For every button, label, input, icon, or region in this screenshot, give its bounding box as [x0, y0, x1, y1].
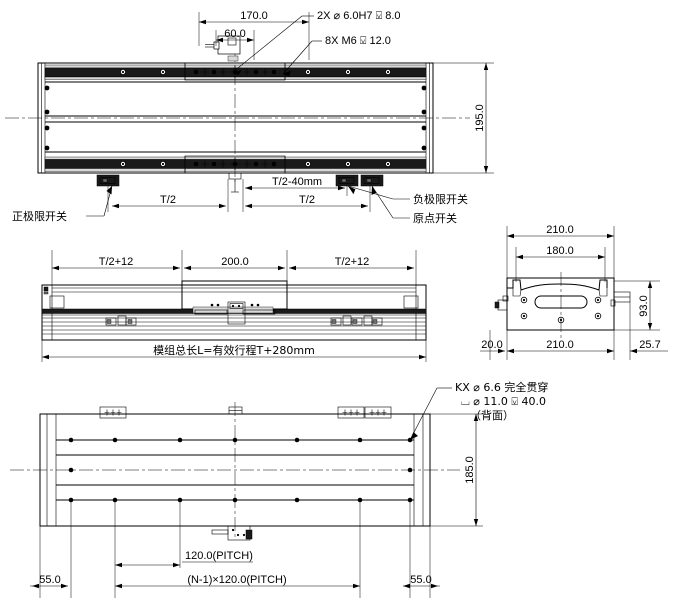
callout-kx-line3: （背面） [470, 408, 514, 422]
front-view-dimensions: T/2+12 200.0 T/2+12 模组总长L=有效行程T+280mm [41, 250, 427, 362]
dim-pitch: 120.0(PITCH) [185, 550, 253, 562]
dim-edge-left: 55.0 [39, 574, 60, 586]
note-overall-length: 模组总长L=有效行程T+280mm [153, 343, 315, 357]
dim-side-height: 93.0 [638, 295, 650, 316]
bottom-view-dimensions: KX ⌀ 6.6 完全贯穿 ⌴ ⌀ 11.0 ⍌ 40.0 （背面） 185.0… [30, 380, 548, 598]
dim-total-pitch: (N-1)×120.0(PITCH) [187, 574, 286, 586]
label-origin-switch: 原点开关 [413, 211, 457, 225]
dim-60: 60.0 [224, 28, 245, 40]
front-view-switch-right [330, 315, 383, 326]
bottom-view-switch-left [99, 406, 127, 419]
bottom-view-geometry [10, 402, 460, 541]
side-view-dimensions: 210.0 180.0 93.0 20.0 210.0 25.7 [480, 224, 668, 360]
dim-offset: T/2-40mm [272, 176, 322, 188]
dim-half-stroke-left: T/2 [160, 194, 176, 206]
origin-switch-block [360, 174, 384, 187]
side-view-geometry [494, 272, 631, 340]
dim-side-top-outer: 210.0 [546, 224, 574, 236]
bottom-view-switch-right-a [337, 406, 365, 419]
dim-side-bottom-main: 210.0 [546, 339, 574, 351]
dim-edge-right: 55.0 [410, 574, 431, 586]
bottom-view-motor-stub [211, 525, 253, 541]
positive-limit-switch-block [96, 174, 120, 187]
callout-dowel-holes: 2X ⌀ 6.0H7 ⍌ 8.0 [317, 10, 401, 22]
dim-195: 195.0 [474, 104, 486, 132]
front-view-geometry [41, 280, 427, 341]
dim-side-bottom-right: 25.7 [639, 339, 660, 351]
dim-170: 170.0 [240, 10, 268, 22]
top-view-dimensions: 170.0 60.0 2X ⌀ 6.0H7 ⍌ 8.0 8X M6 ⍌ 12.0… [12, 10, 494, 225]
callout-kx-line1: KX ⌀ 6.6 完全贯穿 [455, 380, 548, 394]
dim-side-bottom-left: 20.0 [481, 339, 502, 351]
callout-kx-line2: ⌴ ⌀ 11.0 ⍌ 40.0 [461, 395, 546, 408]
negative-limit-switch-block [335, 174, 359, 187]
bottom-view-switch-right-b [364, 406, 392, 419]
front-view-switch-left [105, 315, 137, 326]
label-negative-limit-switch: 负极限开关 [413, 192, 468, 206]
label-positive-limit-switch: 正极限开关 [12, 209, 67, 223]
dim-right-segment: T/2+12 [335, 256, 370, 268]
dim-center-segment: 200.0 [221, 256, 249, 268]
dim-left-segment: T/2+12 [99, 256, 134, 268]
dim-side-top-inner: 180.0 [546, 245, 574, 257]
callout-tapped-holes: 8X M6 ⍌ 12.0 [325, 35, 391, 47]
dim-half-stroke-right: T/2 [299, 194, 315, 206]
dim-bottom-height: 185.0 [464, 456, 476, 484]
